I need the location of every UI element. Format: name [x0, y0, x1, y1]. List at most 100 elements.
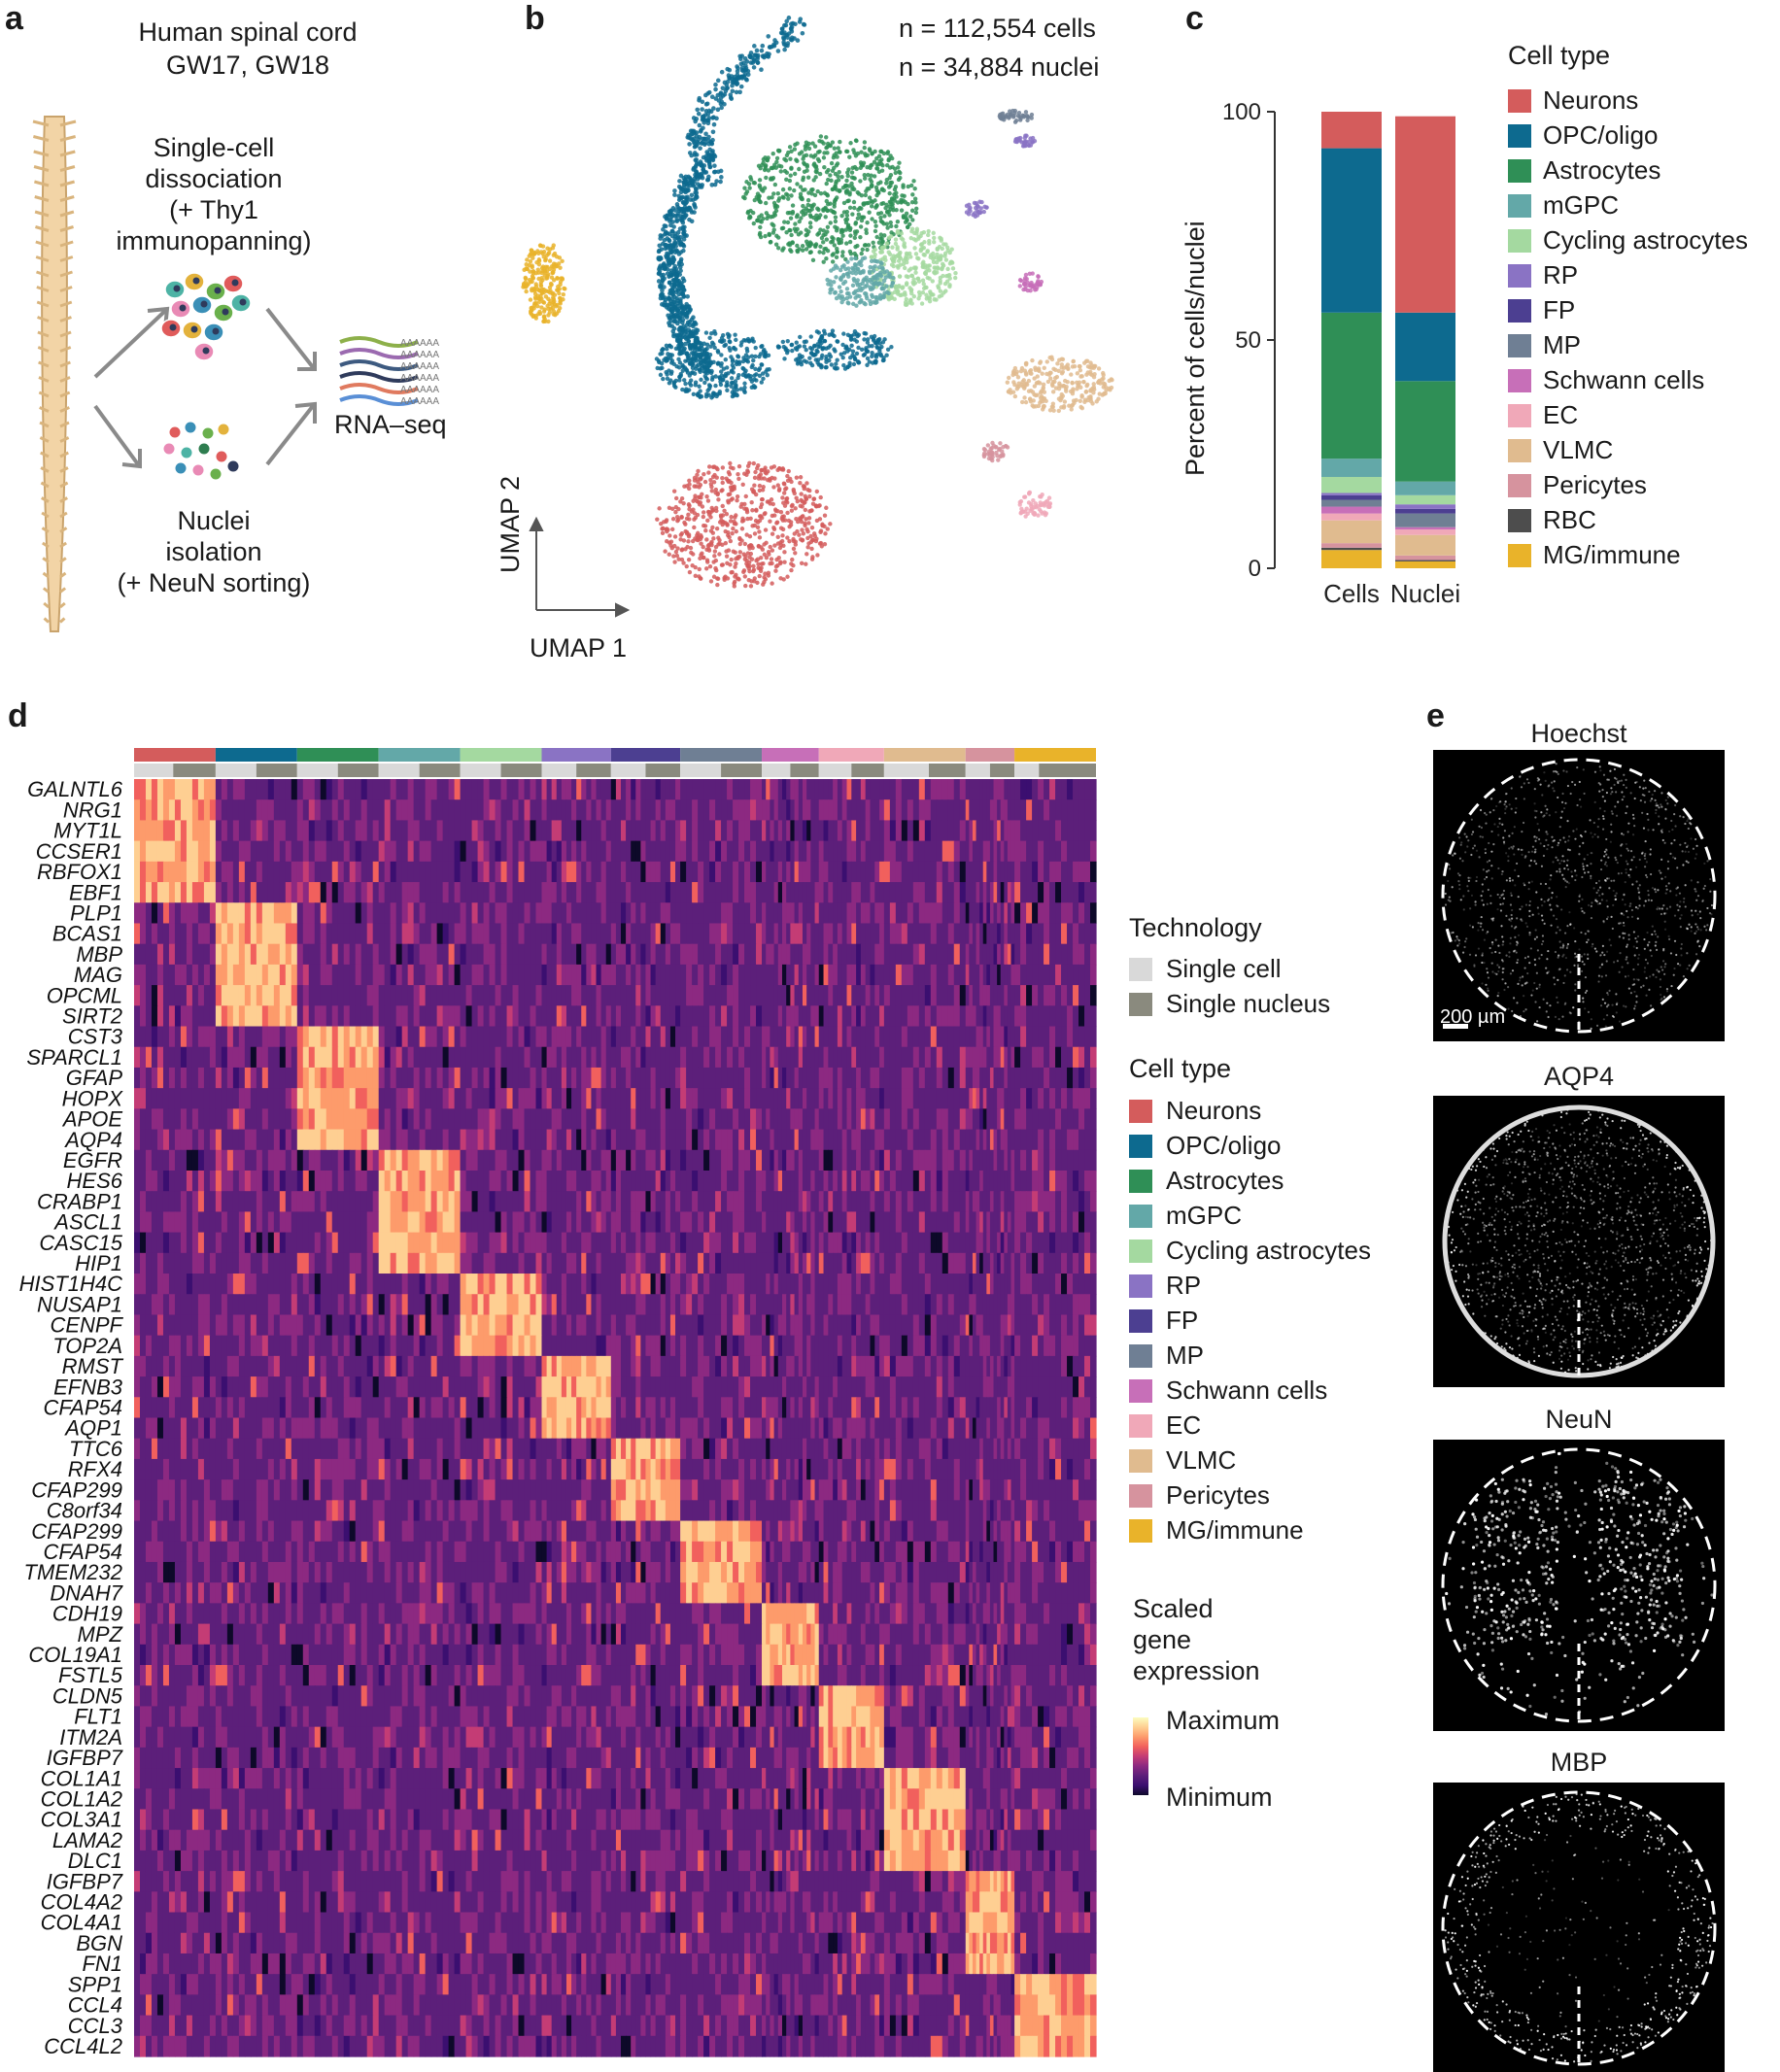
umap-point	[681, 538, 687, 543]
umap-point	[799, 362, 804, 367]
heatmap-cell	[448, 840, 456, 863]
technology-annotation	[610, 764, 646, 777]
umap-point	[1056, 368, 1061, 374]
umap-point	[792, 491, 797, 496]
umap-cluster-mgpc	[825, 255, 896, 308]
umap-point	[703, 566, 709, 571]
umap-point	[766, 570, 771, 576]
umap-point	[798, 503, 803, 509]
umap-point	[887, 199, 893, 204]
heatmap-cell	[442, 799, 450, 822]
umap-point	[550, 246, 556, 251]
umap-point	[725, 79, 731, 85]
umap-point	[673, 289, 679, 294]
heatmap-row	[134, 820, 1097, 842]
heatmap-cell	[895, 799, 903, 822]
umap-point	[888, 234, 894, 239]
umap-point	[698, 341, 703, 346]
heatmap-cell	[203, 799, 211, 822]
umap-point	[952, 275, 958, 281]
heatmap-cell	[436, 840, 444, 863]
legend-label: mGPC	[1543, 190, 1619, 220]
umap-point	[665, 215, 669, 220]
umap-point	[1025, 143, 1031, 148]
umap-point	[1012, 393, 1018, 399]
heatmap-cell	[1044, 799, 1050, 822]
umap-point	[768, 501, 772, 506]
legend-label: Cycling astrocytes	[1543, 225, 1748, 255]
umap-point	[999, 453, 1004, 458]
heatmap-cell	[586, 820, 593, 842]
umap-point	[712, 163, 717, 168]
polya-tail: AAAAAA	[400, 385, 439, 395]
heatmap-cell	[766, 799, 771, 822]
umap-point	[1074, 397, 1078, 403]
umap-point	[786, 196, 791, 201]
umap-point	[674, 249, 680, 255]
umap-point	[853, 221, 858, 226]
umap-point	[547, 258, 553, 263]
umap-point	[787, 187, 793, 191]
umap-point	[525, 266, 530, 272]
umap-point	[681, 323, 686, 329]
heatmap-cell	[174, 779, 182, 800]
umap-point	[1035, 374, 1040, 379]
umap-point	[893, 237, 899, 242]
umap-point	[867, 210, 872, 215]
heatmap-cell	[366, 820, 374, 842]
heatmap-cell	[156, 799, 164, 822]
umap-point	[662, 237, 668, 243]
heatmap-cell	[372, 799, 380, 822]
heatmap-cell	[250, 820, 257, 842]
umap-cluster-cycling-astrocytes	[869, 226, 958, 307]
umap-point	[1047, 355, 1052, 360]
heatmap-cell	[556, 779, 563, 800]
umap-point	[824, 198, 830, 204]
umap-point	[755, 525, 761, 530]
heatmap-cell	[518, 820, 526, 842]
umap-point	[809, 557, 815, 561]
umap-point	[736, 373, 741, 378]
umap-point	[857, 293, 862, 299]
umap-point	[830, 140, 836, 145]
umap-point	[904, 259, 909, 265]
panel-label-a: a	[5, 0, 23, 37]
umap-point	[895, 200, 901, 205]
umap-point	[905, 256, 909, 261]
heatmap-cell	[1000, 820, 1005, 842]
bar-segment	[1321, 312, 1382, 459]
umap-point	[736, 476, 741, 482]
heatmap-cell	[384, 840, 392, 863]
umap-point	[894, 223, 899, 229]
nerve-root	[39, 406, 50, 413]
heatmap-cell	[997, 799, 1002, 822]
umap-point	[687, 333, 692, 339]
heatmap-cell	[675, 779, 681, 800]
legend-swatch	[1508, 123, 1531, 148]
bar-legend-item: VLMC	[1508, 435, 1613, 465]
umap-point	[821, 346, 826, 351]
umap-point	[802, 160, 806, 166]
umap-point	[559, 276, 564, 281]
umap-point	[683, 358, 688, 363]
nerve-root	[59, 466, 69, 473]
umap-point	[841, 296, 846, 302]
umap-point	[867, 195, 873, 200]
umap-point	[1033, 404, 1039, 409]
umap-point	[665, 376, 670, 381]
umap-point	[789, 149, 794, 153]
umap-point	[674, 335, 680, 341]
umap-point	[714, 179, 719, 184]
umap-point	[747, 560, 752, 565]
umap-point	[684, 311, 689, 316]
umap-point	[813, 175, 818, 180]
umap-point	[1005, 112, 1010, 118]
umap-point	[862, 290, 868, 296]
heatmap-cell	[151, 820, 158, 842]
nucleus	[192, 464, 204, 476]
umap-point	[552, 302, 558, 307]
umap-point	[715, 78, 721, 84]
heatmap-cell	[384, 779, 392, 800]
umap-point	[879, 344, 884, 350]
